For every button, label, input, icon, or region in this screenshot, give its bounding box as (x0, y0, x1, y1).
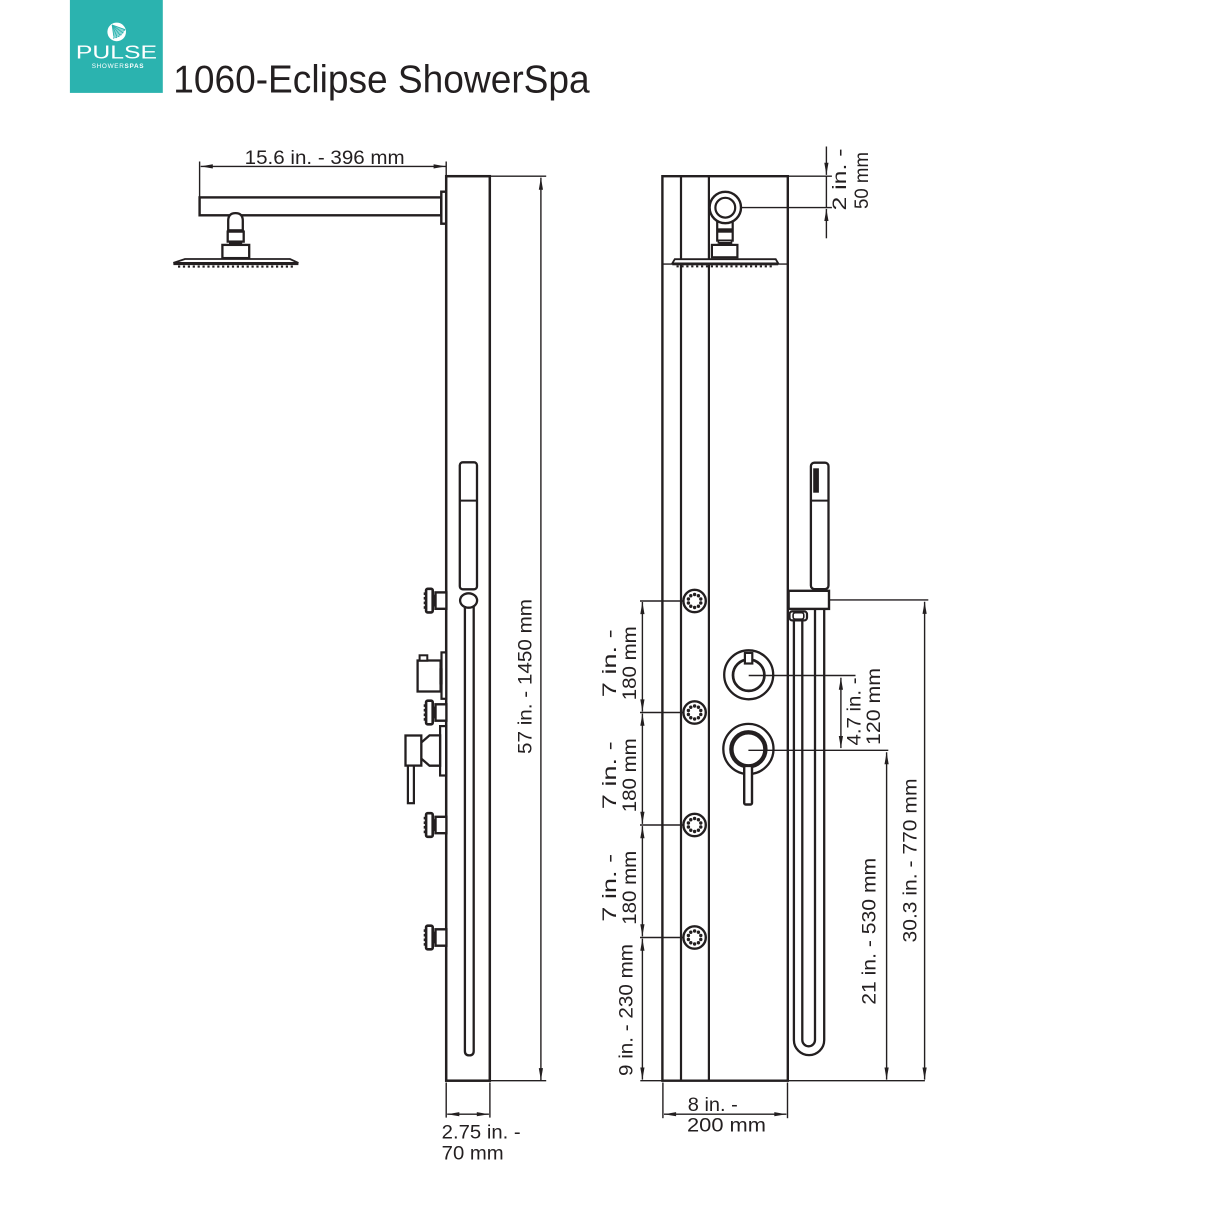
svg-text:21 in. - 530 mm: 21 in. - 530 mm (858, 858, 880, 1005)
svg-text:PULSE: PULSE (76, 42, 157, 63)
svg-text:120 mm: 120 mm (863, 668, 885, 745)
svg-text:8 in. -: 8 in. - (688, 1094, 738, 1116)
svg-text:7 in. -: 7 in. - (599, 854, 621, 922)
svg-text:7 in. -: 7 in. - (599, 741, 621, 809)
svg-text:57 in. - 1450 mm: 57 in. - 1450 mm (515, 599, 537, 754)
svg-text:SHOWERSPAS: SHOWERSPAS (92, 63, 145, 70)
svg-text:2.75 in. -: 2.75 in. - (442, 1122, 521, 1144)
svg-text:7 in. -: 7 in. - (599, 629, 621, 697)
svg-text:180 mm: 180 mm (619, 851, 641, 925)
svg-text:2 in. -: 2 in. - (829, 149, 851, 211)
svg-text:30.3 in. - 770 mm: 30.3 in. - 770 mm (899, 779, 921, 943)
svg-text:200 mm: 200 mm (687, 1115, 766, 1137)
svg-text:180 mm: 180 mm (619, 626, 641, 700)
svg-text:50 mm: 50 mm (851, 152, 873, 209)
svg-text:4.7 in. -: 4.7 in. - (843, 678, 865, 746)
svg-text:15.6 in. - 396 mm: 15.6 in. - 396 mm (245, 147, 405, 169)
svg-text:9 in. - 230 mm: 9 in. - 230 mm (615, 944, 637, 1076)
svg-text:180 mm: 180 mm (619, 738, 641, 812)
svg-text:70 mm: 70 mm (442, 1142, 504, 1164)
svg-text:1060-Eclipse ShowerSpa: 1060-Eclipse ShowerSpa (173, 58, 590, 101)
